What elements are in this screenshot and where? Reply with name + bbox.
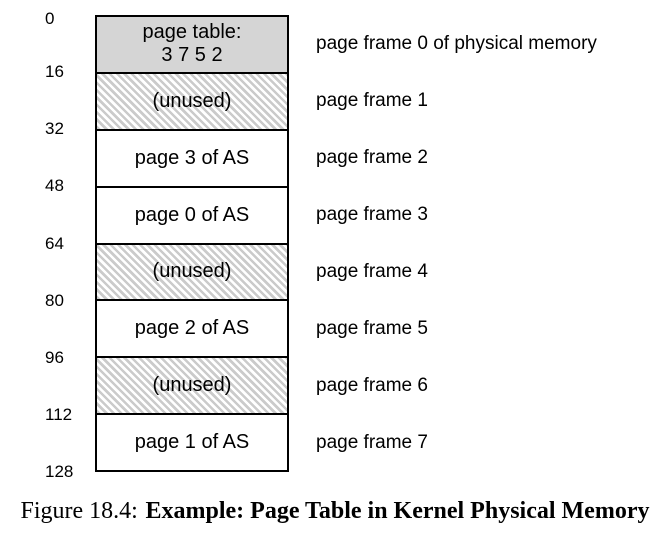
frame-5-label: page 2 of AS [134,317,250,340]
caption-prefix: Figure 18.4: [20,498,138,524]
frame-6-right-label: page frame 6 [316,375,428,396]
address-label-16: 16 [45,62,64,81]
frame-3-right-label: page frame 3 [316,204,428,225]
frame-2-page-3: page 3 of AS [97,128,287,186]
address-label-96: 96 [45,348,64,367]
frame-7-label: page 1 of AS [134,431,250,454]
frame-3-page-0: page 0 of AS [97,185,287,243]
frame-7-right-label: page frame 7 [316,432,428,453]
frame-6-unused: (unused) [97,356,287,414]
address-label-64: 64 [45,234,64,253]
caption-title: Example: Page Table in Kernel Physical M… [145,498,650,524]
physical-memory-box: page table: 3 7 5 2 (unused) page 3 of A… [95,15,289,472]
frame-4-unused: (unused) [97,242,287,300]
frame-4-right-label: page frame 4 [316,261,428,282]
frame-5-page-2: page 2 of AS [97,299,287,357]
address-label-80: 80 [45,291,64,310]
frame-6-label: (unused) [152,374,232,397]
frame-0-line1: page table: [142,21,242,44]
frame-3-label: page 0 of AS [134,203,250,226]
frame-7-page-1: page 1 of AS [97,413,287,470]
frame-4-label: (unused) [152,260,232,283]
address-label-32: 32 [45,119,64,138]
frame-2-right-label: page frame 2 [316,147,428,168]
frame-0-line2: 3 7 5 2 [161,44,223,67]
frame-0-right-label: page frame 0 of physical memory [316,33,597,54]
address-label-112: 112 [45,405,73,424]
figure-caption: Figure 18.4: Example: Page Table in Kerne… [0,497,670,525]
frame-2-label: page 3 of AS [134,146,250,169]
address-label-128: 128 [45,462,74,481]
address-label-0: 0 [45,9,55,28]
frame-5-right-label: page frame 5 [316,318,428,339]
frame-1-right-label: page frame 1 [316,90,428,111]
frame-1-unused: (unused) [97,71,287,129]
frame-0-page-table: page table: 3 7 5 2 [97,17,287,72]
address-label-48: 48 [45,176,64,195]
frame-1-label: (unused) [152,89,232,112]
